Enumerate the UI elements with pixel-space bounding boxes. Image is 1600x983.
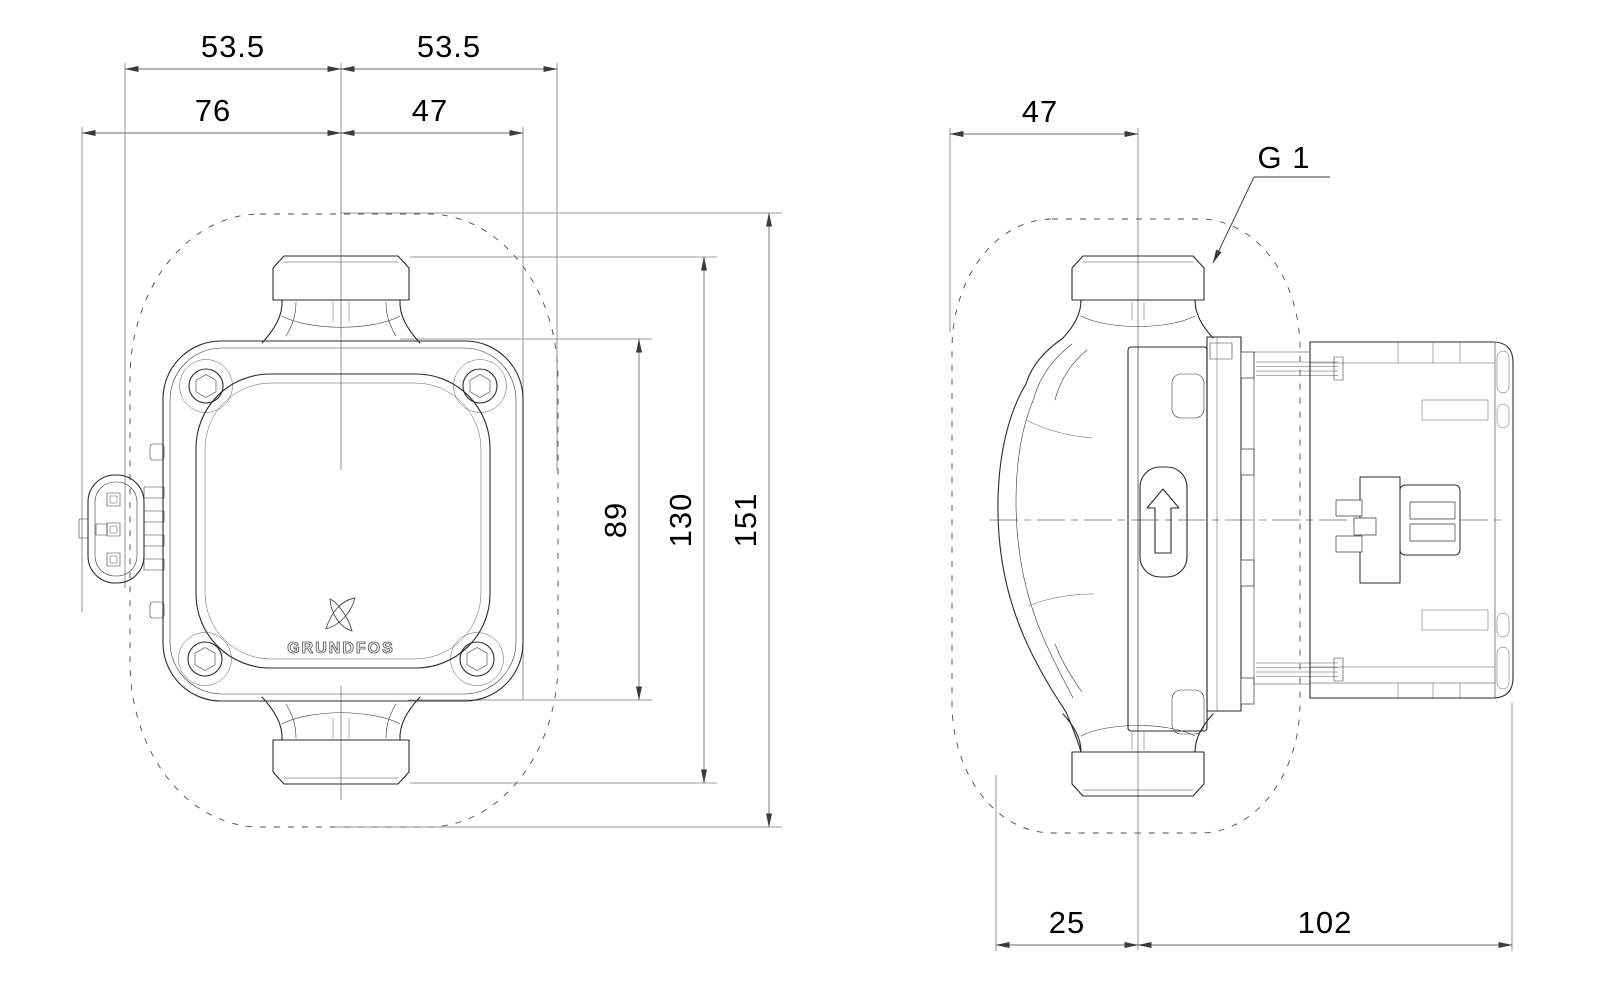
logo-mark-icon (325, 597, 356, 630)
side-volute (997, 337, 1095, 753)
front-bottom-port (261, 696, 421, 785)
connector-notch (78, 518, 89, 539)
side-motor (1309, 341, 1514, 699)
side-dim-depth-motor: 102 (1137, 905, 1513, 948)
body-left-tab-upper (149, 443, 165, 461)
logo-text: GRUNDFOS (287, 640, 395, 657)
dim-label-depth-volute: 25 (1049, 905, 1085, 940)
dim-label-port-thread: G 1 (1258, 140, 1311, 175)
corner-bolt-top-right (453, 359, 507, 413)
dim-label-overall-height: 151 (728, 493, 763, 548)
side-dim-depth-front: 47 (949, 94, 1139, 137)
dim-label-depth-motor: 102 (1298, 905, 1353, 940)
dim-label-top-half-right: 53.5 (417, 29, 481, 64)
corner-bolt-bottom-right (450, 632, 504, 686)
front-dim-width-left: 76 (81, 93, 342, 136)
connector-key (95, 523, 108, 536)
corner-bolt-top-left (179, 359, 233, 413)
front-dim-top-half-right: 53.5 (340, 29, 558, 72)
side-view: 47 G 1 (949, 94, 1514, 951)
side-clamp-plate (1206, 336, 1255, 712)
front-dim-width-right: 47 (340, 93, 524, 136)
dim-label-port-span: 130 (663, 493, 698, 548)
dim-label-depth-front: 47 (1022, 94, 1058, 129)
body-left-tab-lower (149, 601, 165, 619)
dim-label-housing-height: 89 (598, 502, 633, 538)
front-top-port (261, 255, 421, 344)
corner-bolt-bottom-left (178, 632, 232, 686)
front-electrical-connector (78, 474, 165, 584)
wire-bundle-bottom (1256, 657, 1344, 682)
side-motor-connector (1335, 476, 1461, 584)
front-dim-housing-height: 89 (598, 338, 642, 701)
front-pump-body (149, 340, 524, 702)
connector-ribs (143, 486, 165, 571)
side-dim-depth-volute: 25 (995, 905, 1139, 948)
front-dim-port-span: 130 (663, 256, 707, 784)
dim-label-width-right: 47 (412, 93, 448, 128)
side-bottom-port (1062, 713, 1214, 797)
front-dim-top-half-left: 53.5 (124, 29, 342, 72)
side-envelope-outline (951, 218, 1301, 834)
front-view: 53.5 53.5 76 47 89 130 151 (78, 29, 782, 828)
flow-direction-arrow-icon (1146, 488, 1180, 554)
dim-label-width-left: 76 (195, 93, 231, 128)
side-thread-callout: G 1 (1212, 140, 1330, 264)
wire-bundle-top (1256, 356, 1344, 381)
front-dim-overall-height: 151 (728, 212, 772, 828)
dim-label-top-half-left: 53.5 (201, 29, 265, 64)
grundfos-logo: GRUNDFOS (287, 597, 395, 657)
front-extension-lines (81, 63, 782, 828)
flow-arrow-slot (1139, 466, 1188, 578)
side-top-port (1062, 255, 1214, 339)
